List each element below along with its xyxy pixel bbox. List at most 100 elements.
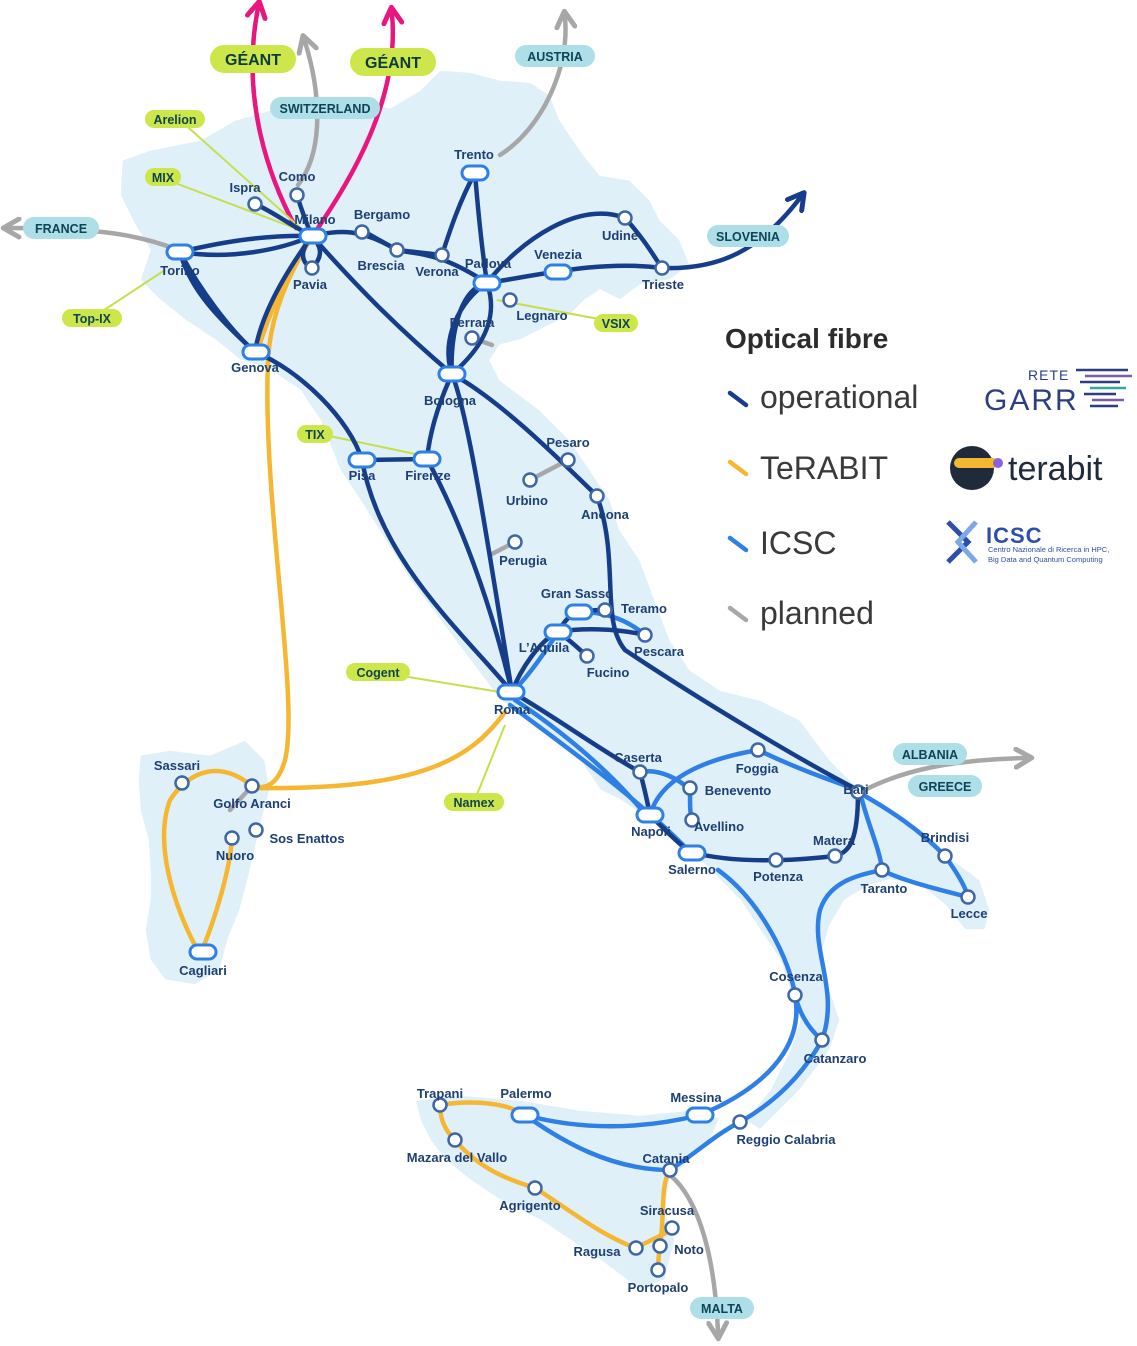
label-genova: Genova <box>231 360 279 375</box>
node-lecce <box>960 889 976 905</box>
label-legnaro: Legnaro <box>516 308 567 323</box>
icsc-logo-text: ICSC <box>986 523 1043 548</box>
label-sos-enattos: Sos Enattos <box>269 831 344 846</box>
node-brescia <box>389 242 405 258</box>
label-venezia: Venezia <box>534 247 582 262</box>
link-catanzaro-reggio <box>737 1037 825 1125</box>
legend-terabit: TeRABIT <box>760 450 888 486</box>
node-teramo <box>597 602 613 618</box>
garr-logo-top: RETE <box>1028 367 1069 383</box>
city-labels: Ispra Como Milano Bergamo Brescia Verona… <box>154 147 988 1295</box>
node-bergamo <box>354 224 370 240</box>
link-trapani-palermo <box>437 1100 518 1113</box>
label-padova: Padova <box>465 256 512 271</box>
node-gran-sasso <box>564 603 594 621</box>
link-geant-1 <box>253 8 299 231</box>
label-ferrara: Ferrara <box>450 315 496 330</box>
link-messina-palermo <box>522 1112 703 1129</box>
node-genova <box>241 343 271 361</box>
node-noto <box>652 1238 668 1254</box>
node-brindisi <box>937 848 953 864</box>
node-nuoro <box>224 830 240 846</box>
node-legnaro <box>502 292 518 308</box>
legend-operational-swatch <box>727 390 749 408</box>
node-reggio-calabria <box>732 1114 748 1130</box>
link-austria <box>497 18 566 158</box>
pill-slovenia: SLOVENIA <box>716 230 780 244</box>
pill-cogent: Cogent <box>356 666 400 680</box>
link-roma-caserta <box>509 689 643 775</box>
label-mazara: Mazara del Vallo <box>407 1150 507 1165</box>
pill-vsix: VSIX <box>602 317 631 331</box>
label-trieste: Trieste <box>642 277 684 292</box>
legend-planned: planned <box>760 595 874 631</box>
node-laquila <box>543 623 573 641</box>
label-brescia: Brescia <box>358 258 406 273</box>
node-roma <box>496 683 526 701</box>
label-catania: Catania <box>643 1151 691 1166</box>
pill-mix: MIX <box>152 171 175 185</box>
label-agrigento: Agrigento <box>499 1198 560 1213</box>
label-cosenza: Cosenza <box>769 969 823 984</box>
node-salerno <box>677 844 707 862</box>
external-pills: GÉANT GÉANT SWITZERLAND AUSTRIA FRANCE S… <box>23 45 982 1319</box>
sicily <box>414 1094 722 1291</box>
node-foggia <box>750 742 766 758</box>
icsc-logo: ICSC Centro Nazionale di Ricerca in HPC,… <box>946 520 1109 564</box>
node-trento <box>460 164 490 182</box>
link-roma-golfo <box>252 709 508 791</box>
label-trento: Trento <box>454 147 494 162</box>
label-teramo: Teramo <box>621 601 667 616</box>
label-urbino: Urbino <box>506 493 548 508</box>
pill-albania: ALBANIA <box>902 748 958 762</box>
node-palermo <box>510 1106 540 1124</box>
link-firenze-roma <box>424 456 515 695</box>
node-napoli <box>635 806 665 824</box>
pill-tix: TIX <box>305 428 325 442</box>
link-albania-greece <box>852 758 1025 798</box>
link-milano-genova-cagliari <box>249 237 313 790</box>
label-verona: Verona <box>415 264 459 279</box>
label-noto: Noto <box>674 1242 704 1257</box>
node-cagliari <box>188 943 218 961</box>
hub-nodes <box>165 164 715 1124</box>
node-siracusa <box>664 1220 680 1236</box>
link-bologna-ancona <box>449 371 600 499</box>
pill-geant-1: GÉANT <box>225 50 281 69</box>
geant-links <box>253 8 393 231</box>
node-trieste <box>654 260 670 276</box>
node-firenze <box>412 450 442 468</box>
pill-top-ix: Top-IX <box>73 312 112 326</box>
node-como <box>289 187 305 203</box>
node-bari <box>850 784 866 800</box>
label-bologna: Bologna <box>424 393 477 408</box>
link-torino-milano <box>177 233 315 255</box>
link-taranto-cosenza-loop <box>815 867 885 1043</box>
icsc-mark-icon <box>946 520 978 564</box>
link-trieste-slovenia <box>659 198 800 271</box>
pill-austria: AUSTRIA <box>527 50 583 64</box>
node-udine <box>617 210 633 226</box>
label-taranto: Taranto <box>861 881 908 896</box>
label-pescara: Pescara <box>634 644 685 659</box>
label-sassari: Sassari <box>154 758 200 773</box>
node-potenza <box>768 852 784 868</box>
label-ragusa: Ragusa <box>574 1244 622 1259</box>
label-napoli: Napoli <box>631 824 671 839</box>
node-sassari <box>174 775 190 791</box>
label-trapani: Trapani <box>417 1086 463 1101</box>
label-roma: Roma <box>494 702 531 717</box>
legend-operational: operational <box>760 379 918 415</box>
pill-greece: GREECE <box>919 780 972 794</box>
node-messina <box>685 1106 715 1124</box>
legend: Optical fibre operational TeRABIT ICSC p… <box>725 323 918 631</box>
node-padova <box>472 274 502 292</box>
garr-logo: RETE GARR <box>984 367 1132 417</box>
label-messina: Messina <box>670 1090 722 1105</box>
link-salerno-cosenza <box>715 867 798 998</box>
label-torino: Torino <box>160 263 200 278</box>
link-palermo-catania <box>522 1112 673 1173</box>
label-pisa: Pisa <box>349 468 377 483</box>
node-bologna <box>437 365 467 383</box>
